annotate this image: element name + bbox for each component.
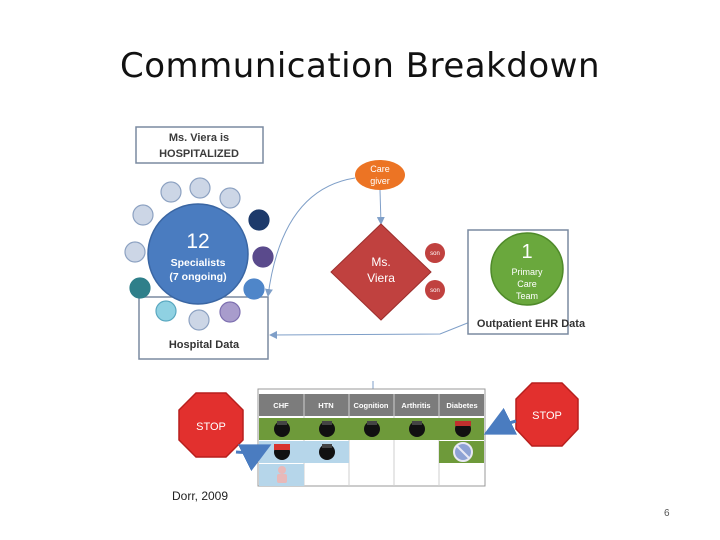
specialist-circle	[243, 278, 265, 300]
specialist-circle	[132, 204, 154, 226]
primary-care-circle: 1 Primary Care Team	[490, 232, 564, 306]
specialist-circle	[219, 301, 241, 323]
caregiver-to-patient-arrow	[376, 189, 385, 225]
specialists-count: 12	[186, 230, 209, 253]
patient-line2: Viera	[367, 271, 395, 285]
son-label: son	[430, 288, 440, 294]
page-number: 6	[664, 508, 670, 519]
table-header-chf: CHF	[273, 401, 289, 410]
specialists-line1: Specialists	[171, 257, 226, 269]
medicine-bottle-icon	[409, 421, 425, 437]
stop-sign-left: STOP	[178, 392, 244, 458]
caregiver-line1: Care	[370, 164, 390, 174]
medicine-bottle-icon	[319, 444, 335, 460]
medicine-bottle-icon	[274, 444, 290, 460]
specialist-circle	[219, 187, 241, 209]
stop-right-label: STOP	[532, 410, 562, 422]
caregiver-to-hospital-arrow	[264, 177, 356, 297]
medicine-bottle-icon	[274, 421, 290, 437]
patient-line1: Ms.	[371, 255, 390, 269]
medicine-bottle-icon	[364, 421, 380, 437]
no-medication-icon	[453, 442, 473, 462]
stop-left-label: STOP	[196, 421, 226, 433]
primary-care-line3: Team	[516, 291, 538, 301]
medicine-bottle-icon	[319, 421, 335, 437]
table-header-htn: HTN	[318, 401, 333, 410]
stop-sign-right: STOP	[515, 382, 579, 447]
son-node: son	[425, 243, 445, 263]
hospitalized-line1: Ms. Viera is	[169, 132, 229, 144]
specialists-circle: 12 Specialists (7 ongoing)	[147, 203, 249, 305]
specialist-circle	[252, 246, 274, 268]
specialist-circle	[129, 277, 151, 299]
caregiver-node: Care giver	[355, 160, 405, 190]
slide-title: Communication Breakdown	[119, 46, 601, 86]
specialist-circle	[188, 309, 210, 331]
specialist-circle	[160, 181, 182, 203]
specialist-circle	[189, 177, 211, 199]
table-header-arthritis: Arthritis	[401, 401, 430, 410]
patient-diamond: Ms. Viera	[330, 223, 432, 321]
outpatient-to-hospital-arrow	[269, 308, 471, 339]
hospital-data-label: Hospital Data	[169, 339, 240, 351]
specialist-circles	[124, 177, 274, 331]
pill-person-icon	[277, 466, 287, 483]
left-stop-arrow	[235, 444, 272, 472]
condition-table: CHF HTN Cognition Arthritis Diabetes	[257, 388, 486, 487]
son-label: son	[430, 251, 440, 257]
table-header-cognition: Cognition	[354, 401, 389, 410]
primary-care-count: 1	[521, 241, 532, 263]
table-header-diabetes: Diabetes	[446, 401, 477, 410]
hospitalized-line2: HOSPITALIZED	[159, 148, 239, 160]
caregiver-line2: giver	[370, 176, 390, 186]
medicine-bottle-icon	[455, 421, 471, 437]
specialists-line2: (7 ongoing)	[169, 271, 226, 283]
specialist-circle	[124, 241, 146, 263]
citation: Dorr, 2009	[172, 489, 229, 503]
primary-care-line1: Primary	[512, 267, 543, 277]
primary-care-line2: Care	[517, 279, 537, 289]
hospitalized-box: Ms. Viera is HOSPITALIZED	[135, 126, 264, 164]
specialist-circle	[248, 209, 270, 231]
outpatient-label: Outpatient EHR Data	[477, 318, 586, 330]
son-node: son	[425, 280, 445, 300]
table-row	[259, 441, 349, 463]
specialist-circle	[155, 300, 177, 322]
right-stop-arrow	[483, 407, 518, 435]
